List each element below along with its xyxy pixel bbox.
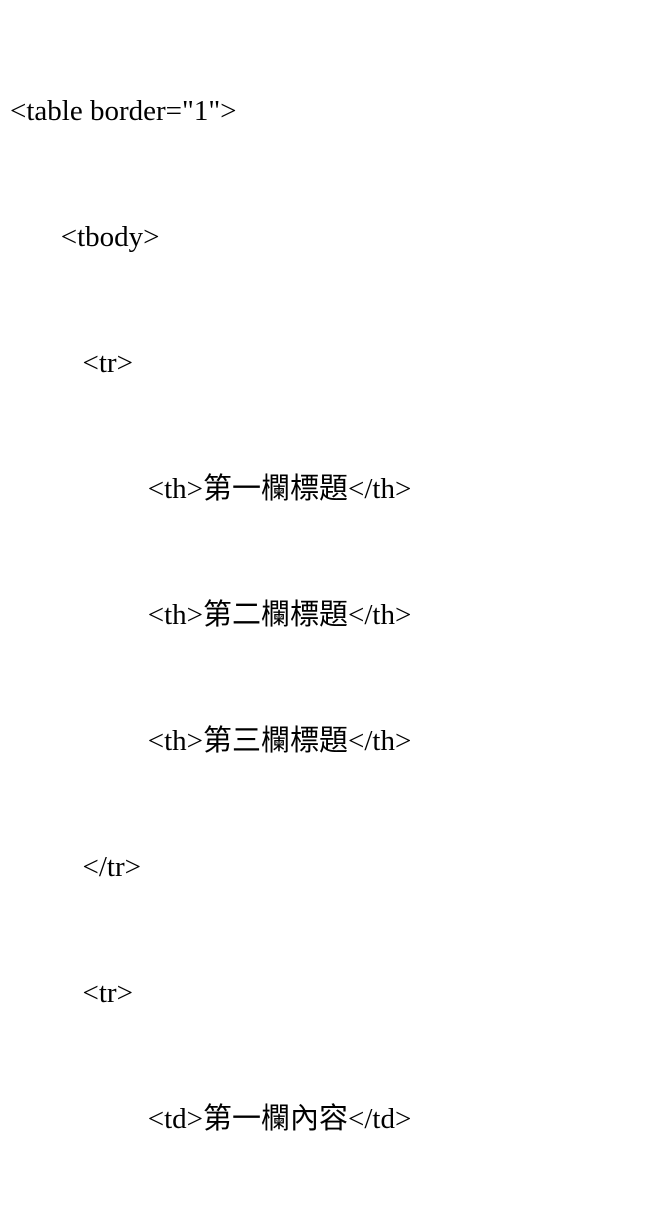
code-line: </tr>	[10, 851, 141, 883]
code-line: <th>第二欄標題</th>	[10, 599, 412, 631]
code-line: <tbody>	[10, 221, 160, 253]
code-line: <th>第一欄標題</th>	[10, 473, 412, 505]
code-line: <tr>	[10, 347, 133, 379]
code-line: <table border="1">	[10, 95, 237, 127]
code-line: <td>第一欄內容</td>	[10, 1103, 412, 1135]
code-line: <th>第三欄標題</th>	[10, 725, 412, 757]
code-line: <tr>	[10, 977, 133, 1009]
